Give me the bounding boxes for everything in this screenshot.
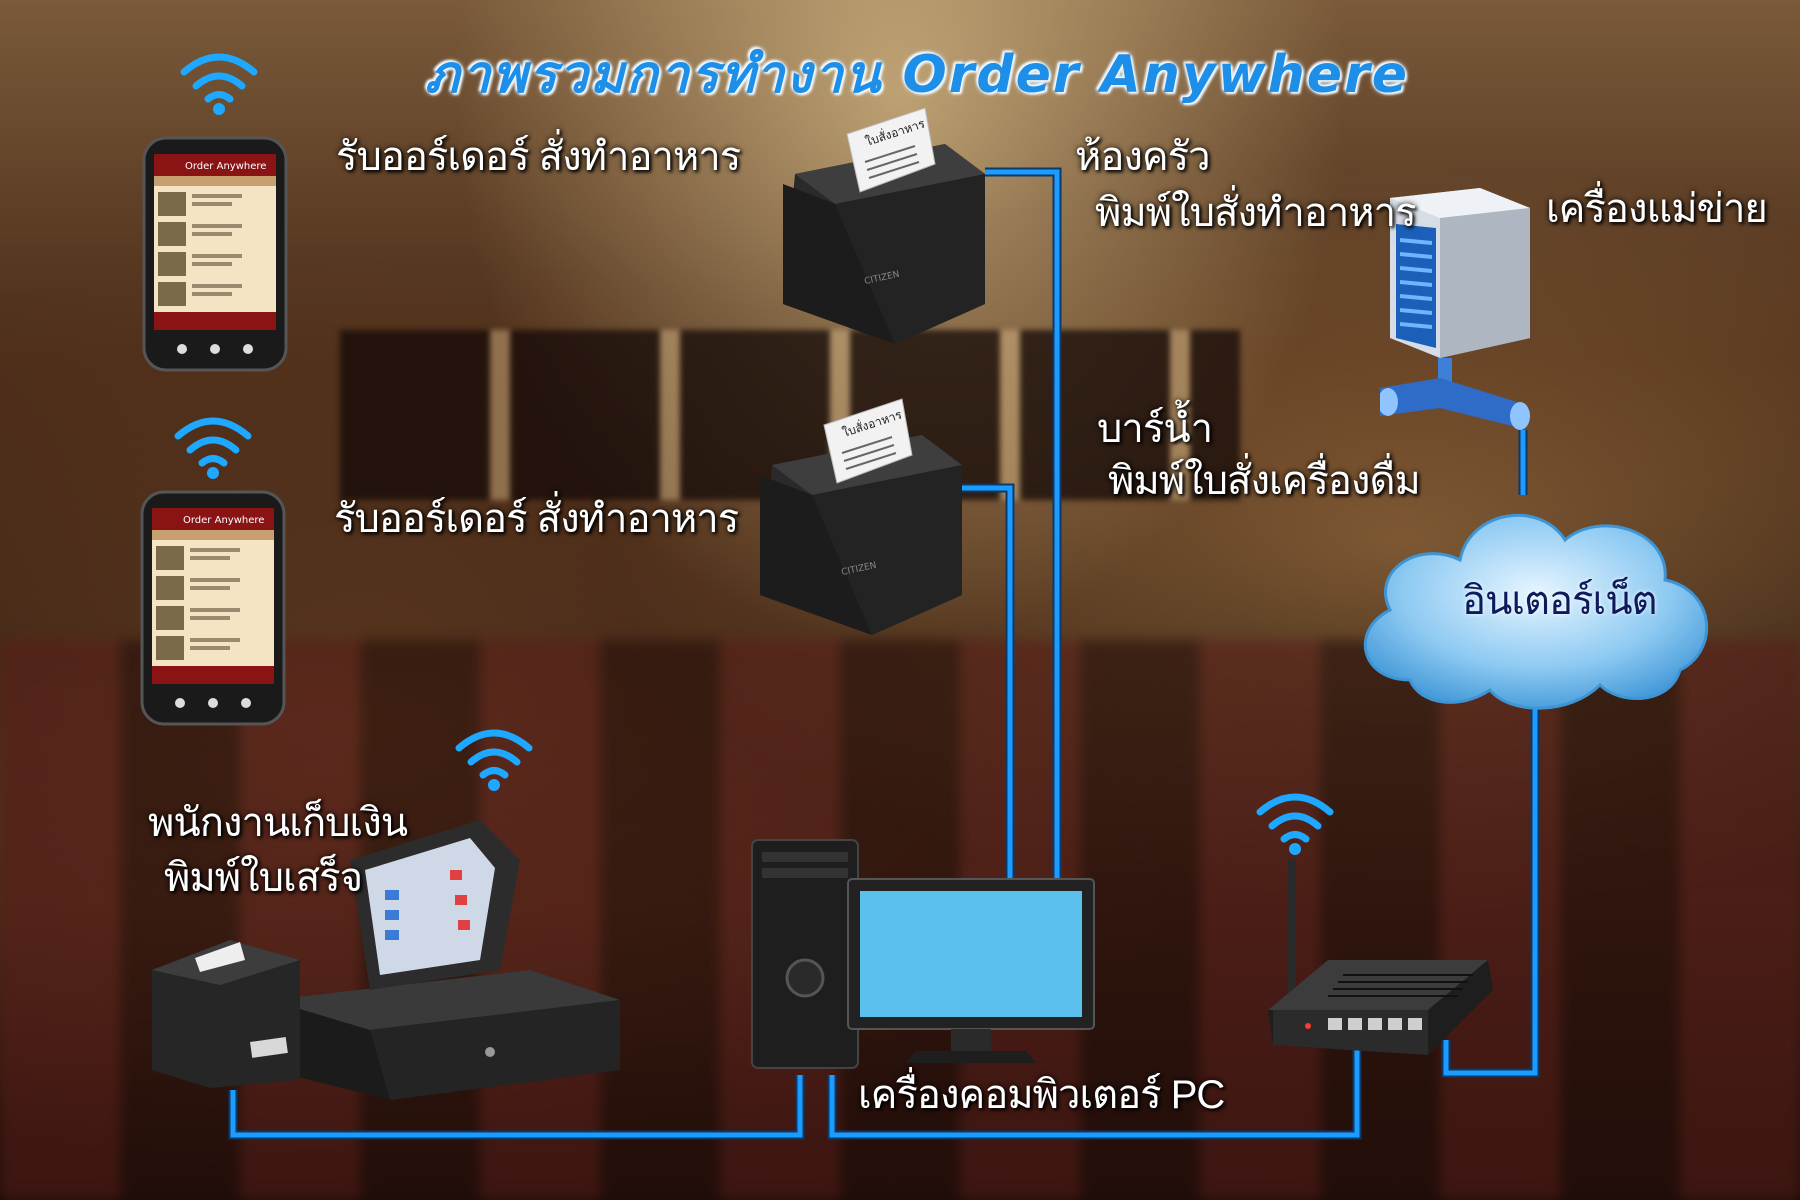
diagram-title: ภาพรวมการทำงาน Order Anywhere	[425, 45, 1409, 105]
phone2-label: รับออร์เดอร์ สั่งทำอาหาร	[334, 497, 739, 541]
bar-printer-line	[962, 485, 1013, 885]
bar-label-line2: พิมพ์ใบสั่งเครื่องดื่ม	[1108, 459, 1421, 503]
wifi-icon	[455, 729, 533, 791]
kitchen-label-line2: พิมพ์ใบสั่งทำอาหาร	[1095, 191, 1417, 235]
router-icon	[1268, 860, 1493, 1055]
monitor-icon	[847, 878, 1095, 1063]
pc-tower-icon	[751, 839, 859, 1069]
router-to-internet-line	[1443, 705, 1538, 1076]
server-icon	[1380, 188, 1530, 430]
pc-to-router-line	[829, 1040, 1360, 1138]
pos-terminal-icon	[152, 820, 620, 1100]
wifi-icon	[174, 417, 252, 479]
pc-label: เครื่องคอมพิวเตอร์ PC	[858, 1073, 1225, 1117]
internet-label: อินเตอร์เน็ต	[1462, 579, 1658, 623]
smartphone-icon: Order Anywhere	[140, 490, 286, 726]
cash-drawer-icon	[370, 1000, 620, 1100]
wifi-icon	[180, 53, 258, 115]
receipt-printer-icon: ใบสั่งอาหาร CITIZEN	[783, 107, 985, 344]
cashier-label-line2: พิมพ์ใบเสร็จ	[164, 856, 363, 900]
smartphone-icon: Order Anywhere	[142, 136, 288, 372]
bar-label-line1: บาร์น้ำ	[1097, 407, 1213, 451]
cashier-to-pc-line	[230, 1075, 803, 1138]
cloud-icon	[1363, 513, 1709, 710]
server-label: เครื่องแม่ข่าย	[1546, 187, 1768, 231]
kitchen-printer-line	[985, 169, 1060, 885]
phone-app-title: Order Anywhere	[185, 161, 266, 172]
phone1-label: รับออร์เดอร์ สั่งทำอาหาร	[336, 135, 741, 179]
wifi-icon	[1256, 793, 1334, 855]
kitchen-label-line1: ห้องครัว	[1075, 135, 1211, 179]
phone-app-title: Order Anywhere	[183, 515, 264, 526]
receipt-printer-icon: ใบสั่งอาหาร CITIZEN	[760, 398, 962, 635]
cashier-label-line1: พนักงานเก็บเงิน	[148, 801, 408, 845]
